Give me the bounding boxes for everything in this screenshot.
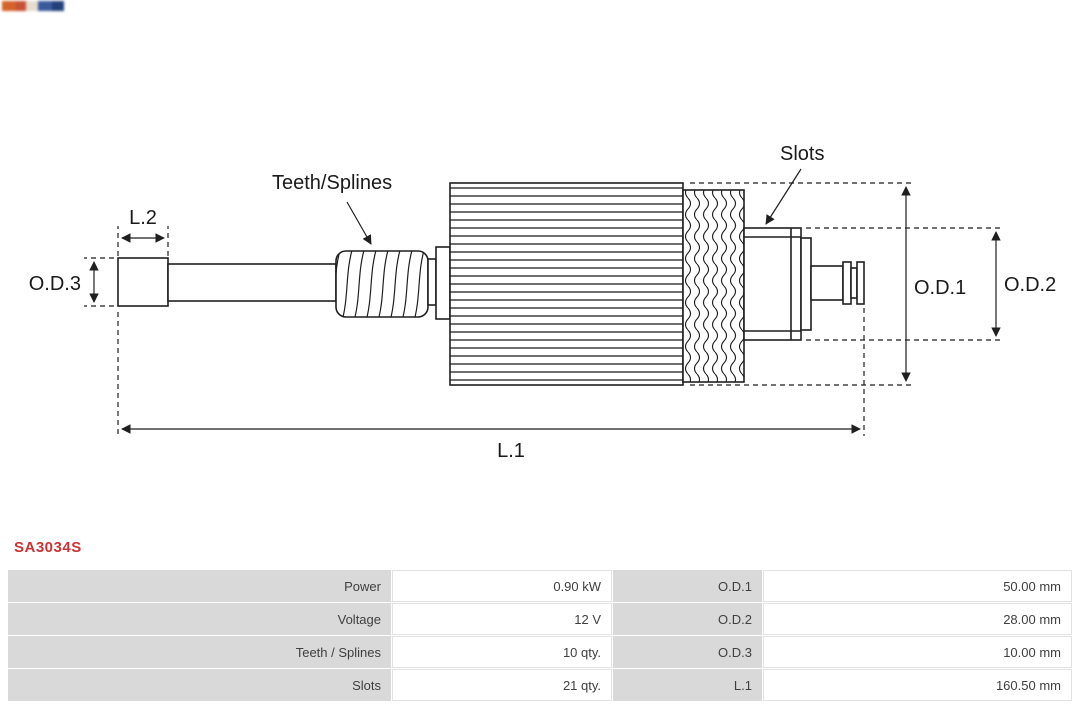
end-groove — [850, 267, 858, 299]
teeth-splines-arrow — [346, 201, 372, 245]
part-number: SA3034S — [14, 539, 82, 556]
commutator — [743, 227, 802, 341]
label-od2: O.D.2 — [1004, 274, 1056, 296]
end-flange — [856, 261, 865, 305]
collar-small — [427, 258, 437, 306]
dimension-od2 — [806, 227, 1002, 341]
power-label: Power — [8, 570, 391, 602]
spec-table: Power 0.90 kW O.D.1 50.00 mm Voltage 12 … — [8, 570, 1072, 701]
dimension-l2 — [117, 226, 169, 256]
voltage-label: Voltage — [8, 603, 391, 635]
dimensions — [84, 168, 1002, 436]
od2-value: 28.00 mm — [763, 603, 1072, 635]
label-slots: Slots — [780, 143, 824, 165]
od1-label: O.D.1 — [613, 570, 762, 602]
commutator-step — [800, 237, 812, 331]
logo-block — [16, 1, 26, 11]
label-od1: O.D.1 — [914, 277, 966, 299]
diagram-labels: Teeth/Splines Slots L.2 O.D.3 O.D.1 O.D.… — [29, 143, 1057, 462]
label-teeth-splines: Teeth/Splines — [272, 172, 392, 194]
armature-drawing — [117, 182, 865, 386]
end-flange — [842, 261, 852, 305]
logo-block — [26, 1, 38, 11]
collar-large — [435, 246, 451, 320]
label-l2: L.2 — [129, 207, 157, 229]
shaft-left — [167, 263, 337, 302]
od3-value: 10.00 mm — [763, 636, 1072, 668]
dimension-od1 — [690, 182, 912, 386]
armature-diagram: Teeth/Splines Slots L.2 O.D.3 O.D.1 O.D.… — [29, 143, 1057, 462]
logo-block — [52, 1, 64, 11]
slots-value: 21 qty. — [392, 669, 612, 701]
brand-logo — [2, 1, 64, 11]
teeth-splines-label: Teeth / Splines — [8, 636, 391, 668]
label-l1: L.1 — [497, 440, 525, 462]
shaft-left-end — [117, 257, 169, 307]
od2-label: O.D.2 — [613, 603, 762, 635]
l1-label: L.1 — [613, 669, 762, 701]
logo-block — [2, 1, 16, 11]
power-value: 0.90 kW — [392, 570, 612, 602]
label-od3: O.D.3 — [29, 273, 81, 295]
dimension-l1 — [117, 308, 865, 436]
od1-value: 50.00 mm — [763, 570, 1072, 602]
voltage-value: 12 V — [392, 603, 612, 635]
slots-arrow — [765, 168, 802, 225]
armature-core — [449, 182, 684, 386]
teeth-splines-value: 10 qty. — [392, 636, 612, 668]
logo-block — [38, 1, 52, 11]
shaft-right — [810, 265, 844, 301]
dimension-od3 — [84, 257, 114, 307]
l1-value: 160.50 mm — [763, 669, 1072, 701]
winding-end — [682, 189, 745, 383]
od3-label: O.D.3 — [613, 636, 762, 668]
slots-label: Slots — [8, 669, 391, 701]
